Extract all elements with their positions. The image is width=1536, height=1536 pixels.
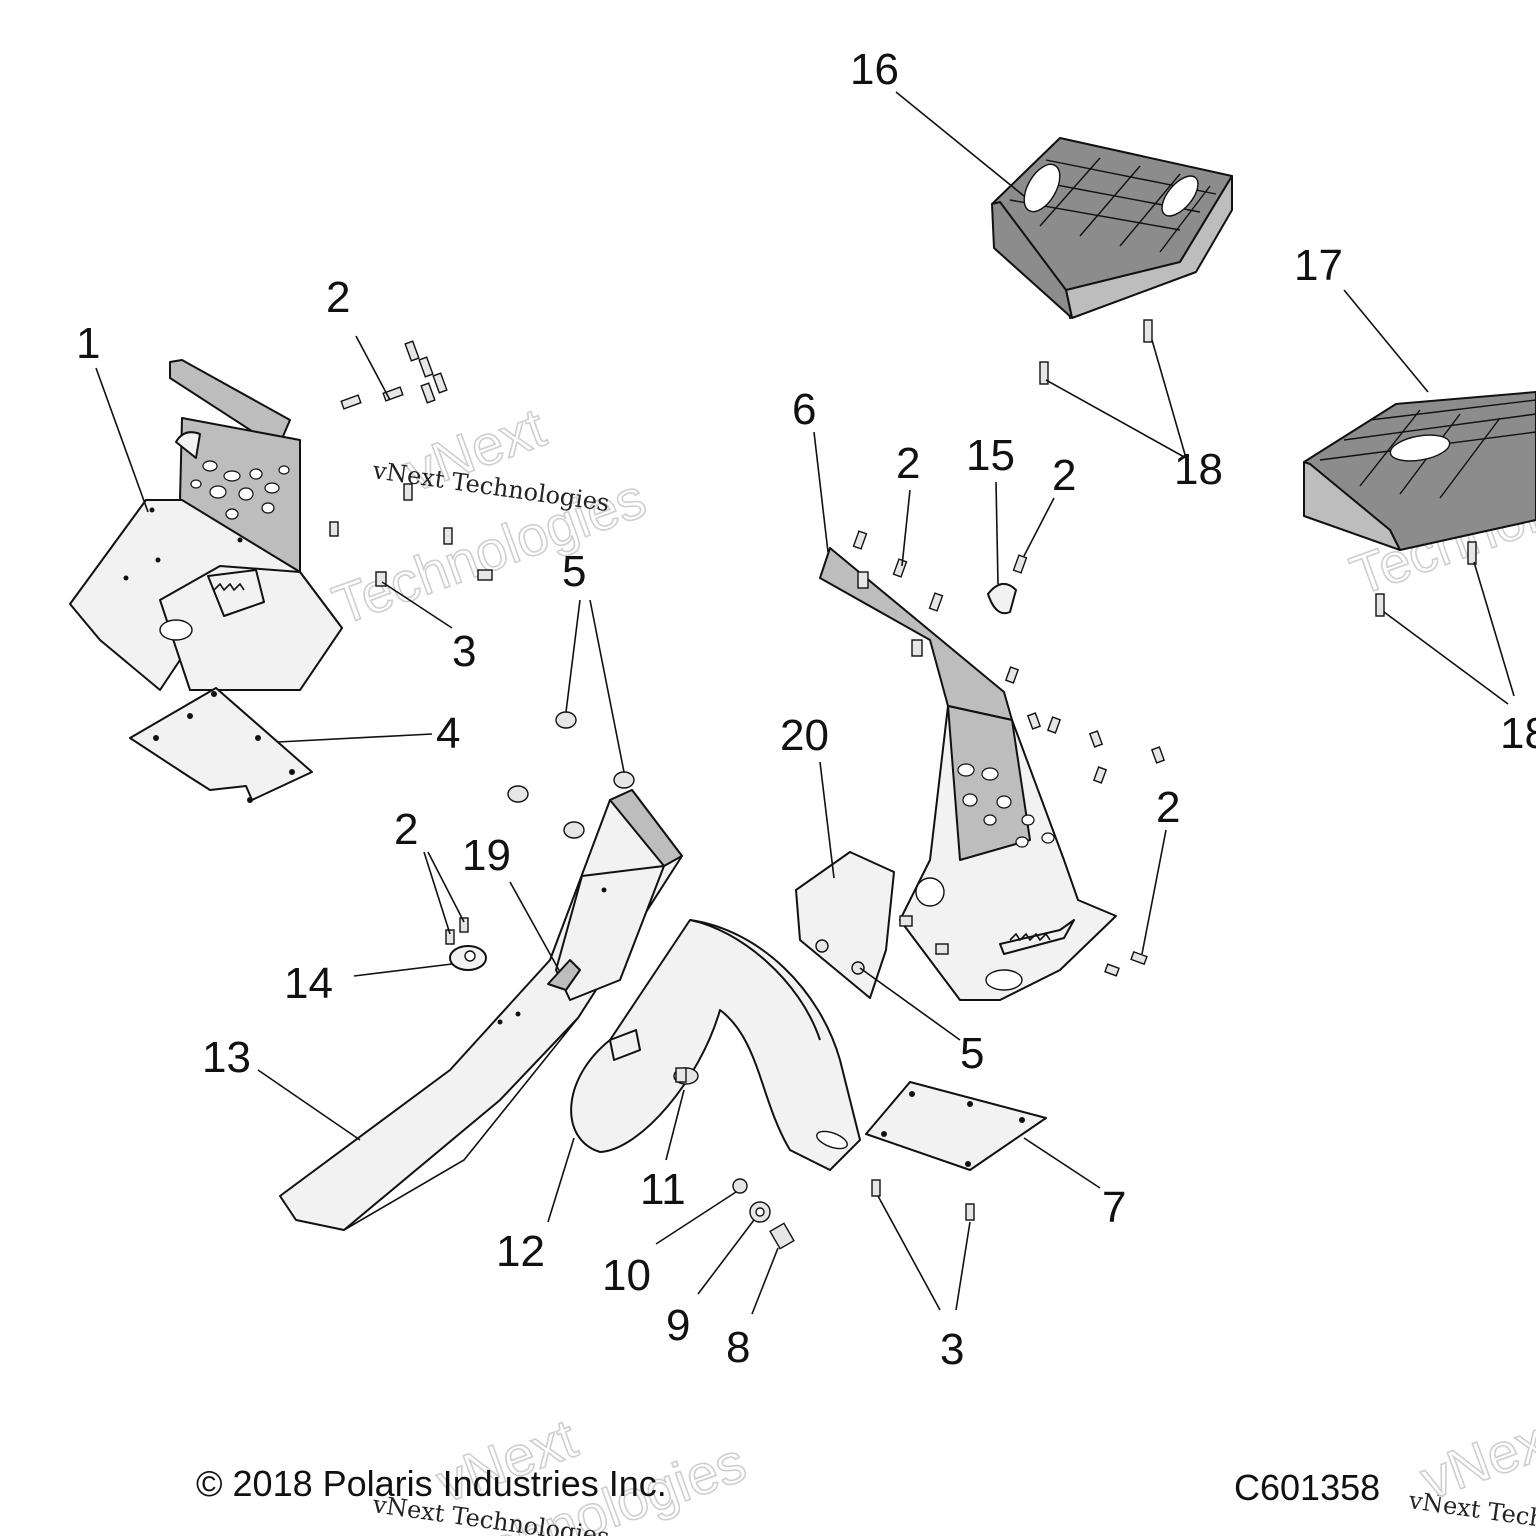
callout-8: 8 <box>726 1323 750 1372</box>
callout-17: 17 <box>1294 241 1343 290</box>
callout-13: 13 <box>202 1033 251 1082</box>
callout-labels: 1 2 3 4 5 2 19 14 13 12 11 10 9 8 3 7 5 … <box>76 45 1536 1374</box>
part-7-skid-plate-right <box>865 1081 1047 1171</box>
callout-3: 3 <box>940 1325 964 1374</box>
callout-2: 2 <box>1156 783 1180 832</box>
callout-18: 18 <box>1174 445 1223 494</box>
watermark-line1: vNext <box>1413 1403 1536 1511</box>
callout-7: 7 <box>1102 1183 1126 1232</box>
fastener-group-right <box>852 530 1166 977</box>
part-1-footwell-guard-left <box>69 359 343 691</box>
figure-code: C601358 <box>1234 1467 1380 1508</box>
part-6-footwell-guard-right <box>819 547 1117 1001</box>
leader-lines <box>95 91 1515 1315</box>
callout-2: 2 <box>1052 451 1076 500</box>
callout-3: 3 <box>452 627 476 676</box>
callout-10: 10 <box>602 1251 651 1300</box>
part-13-side-panel <box>279 789 683 1231</box>
part-14-mount <box>445 917 487 971</box>
part-10-nut <box>732 1178 748 1194</box>
part-9-washer <box>749 1201 771 1223</box>
part-20-heel-guard <box>795 851 895 999</box>
callout-2: 2 <box>896 439 920 488</box>
part-18-bolts-upper <box>1039 319 1153 385</box>
callout-5: 5 <box>960 1029 984 1078</box>
callout-2: 2 <box>394 805 418 854</box>
watermark-top-left: vNext Technologies vNext Technologies <box>324 394 654 637</box>
part-19-clip <box>547 959 581 991</box>
callout-16: 16 <box>850 45 899 94</box>
part-17-footrest-right <box>1303 391 1536 551</box>
part-15-clamp <box>987 583 1017 615</box>
part-8-bolt <box>769 1222 795 1250</box>
part-3-fasteners-bottom <box>871 1179 975 1221</box>
callout-20: 20 <box>780 711 829 760</box>
part-11-pin <box>673 1067 699 1085</box>
part-16-footrest <box>991 137 1233 319</box>
part-5-grommets <box>507 711 635 839</box>
callout-19: 19 <box>462 831 511 880</box>
copyright-notice: © 2018 Polaris Industries Inc. <box>196 1463 667 1504</box>
callout-14: 14 <box>284 959 333 1008</box>
callout-12: 12 <box>496 1227 545 1276</box>
part-4-skid-plate-left <box>129 687 313 803</box>
callout-9: 9 <box>666 1301 690 1350</box>
callout-2: 2 <box>326 273 350 322</box>
callout-18: 18 <box>1500 709 1536 758</box>
callout-5: 5 <box>562 547 586 596</box>
part-18-bolts-lower <box>1375 541 1477 617</box>
callout-4: 4 <box>436 709 460 758</box>
callout-1: 1 <box>76 319 100 368</box>
callout-11: 11 <box>640 1165 686 1214</box>
callout-6: 6 <box>792 385 816 434</box>
callout-15: 15 <box>966 431 1015 480</box>
